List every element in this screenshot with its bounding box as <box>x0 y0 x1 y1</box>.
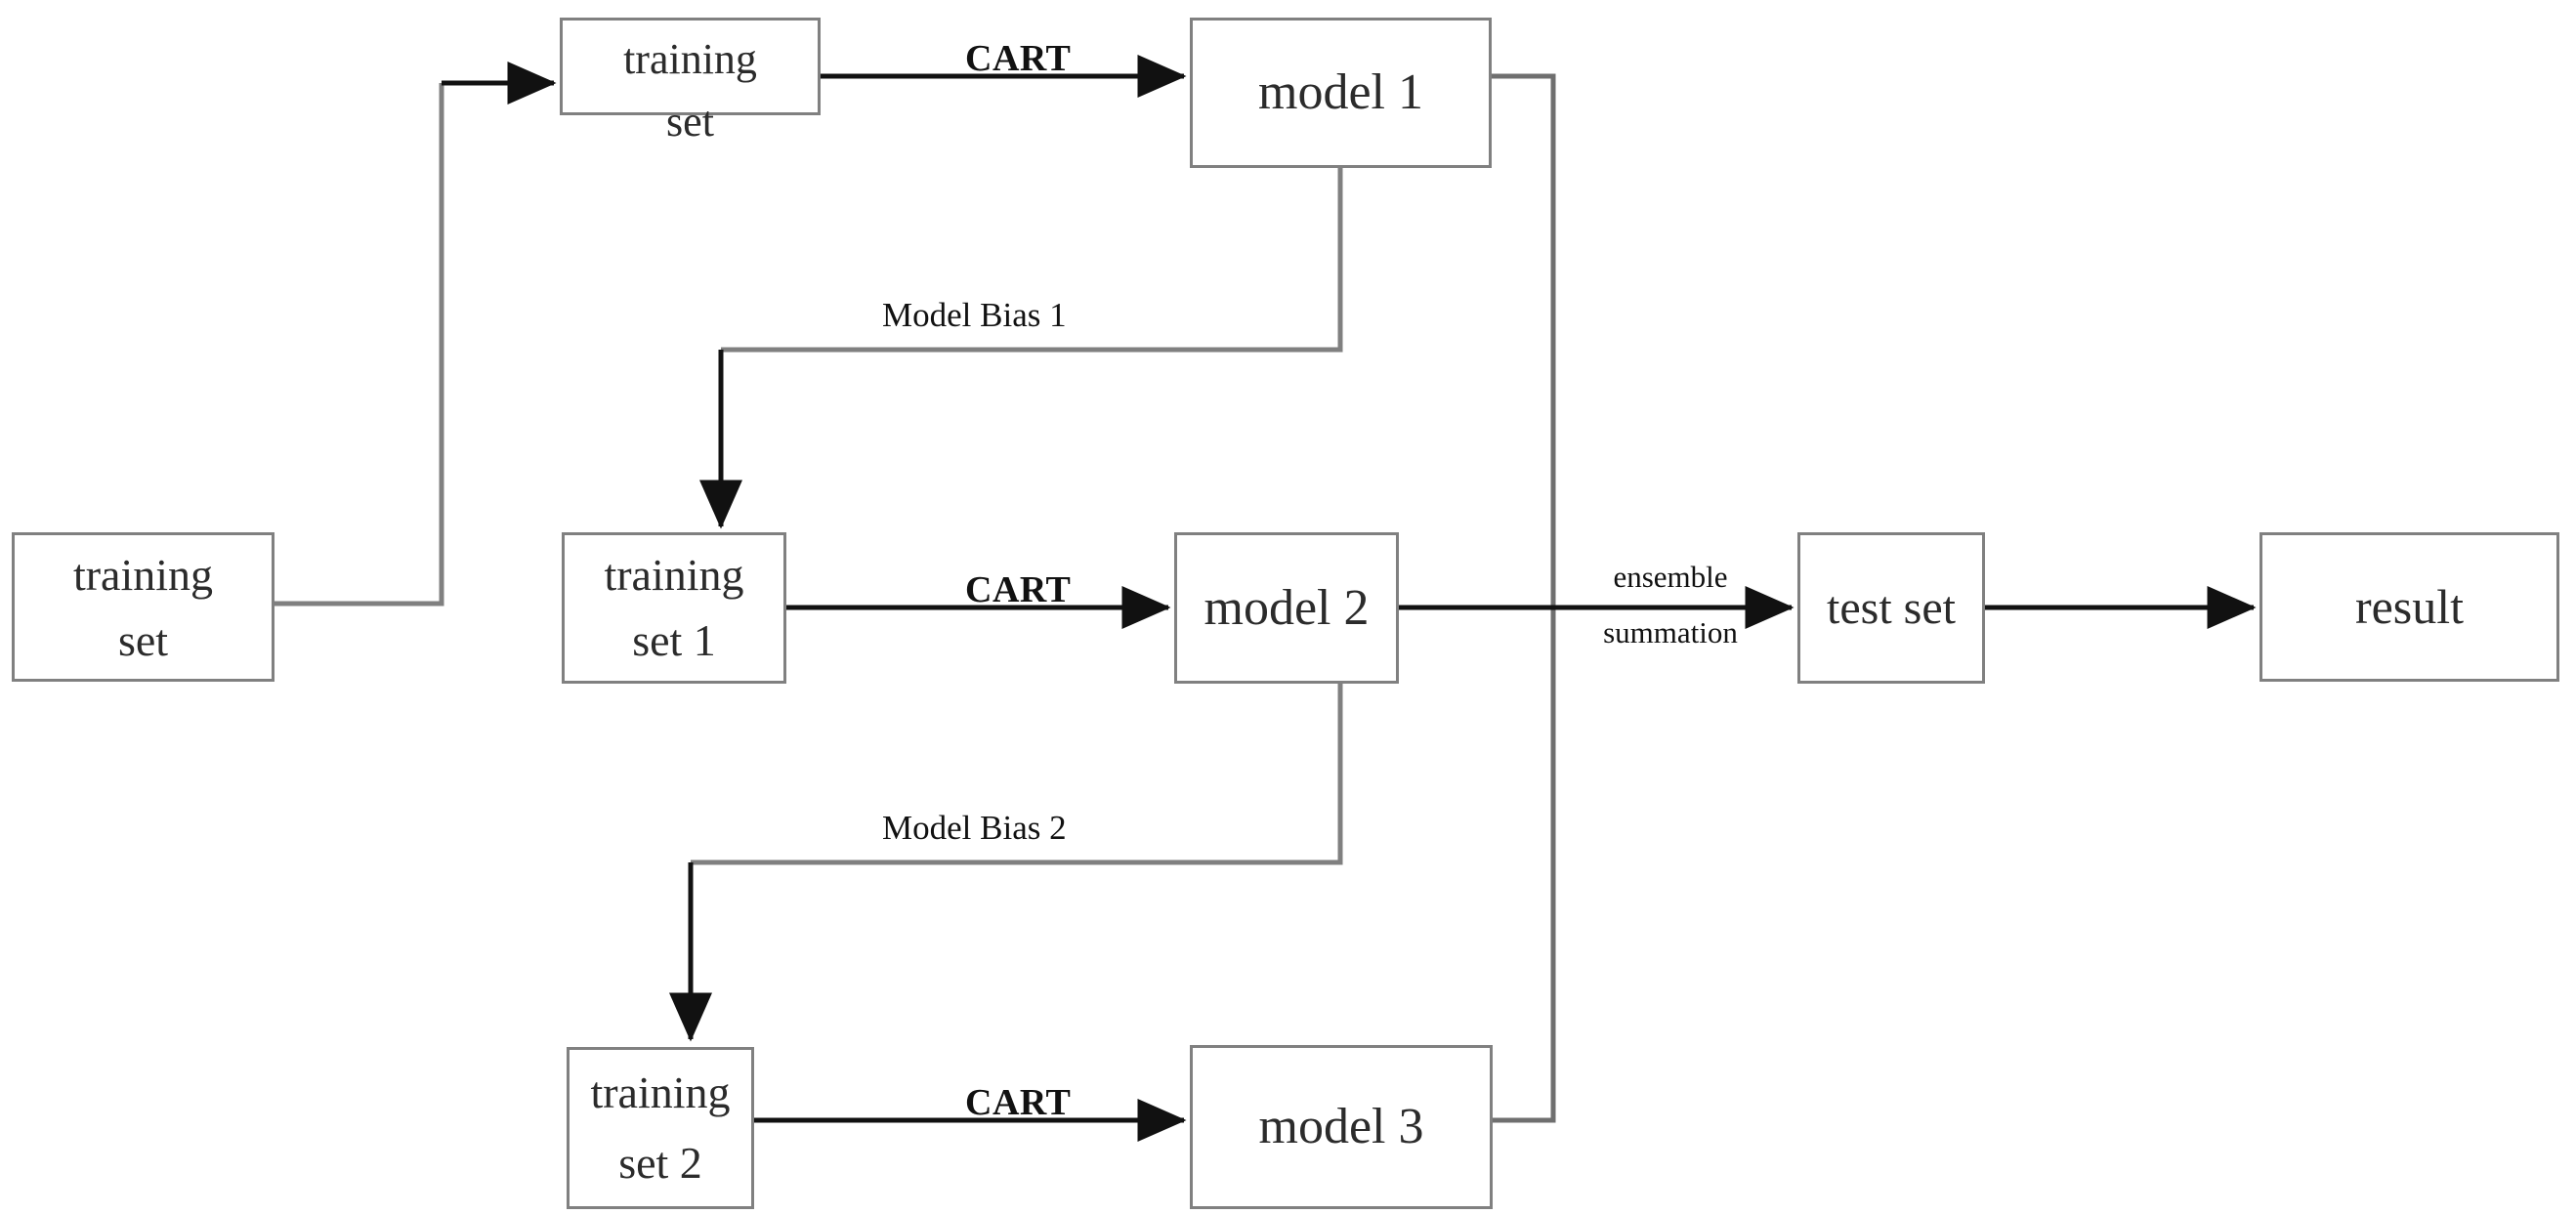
node-label-line2: set 2 <box>618 1137 702 1188</box>
edge-label-ensemble-line1: ensemble <box>1613 560 1728 594</box>
node-label-line1: model 2 <box>1204 579 1370 636</box>
node-label-line2: set <box>117 614 169 665</box>
node-test-set[interactable]: test set <box>1797 532 1985 684</box>
node-training-set-2[interactable]: training set 2 <box>567 1047 754 1209</box>
edge-root-to-top-training-set <box>274 62 557 607</box>
edge-model-1-to-ensemble-bus <box>1492 73 1556 607</box>
edge-label-cart-middle: CART <box>965 569 1072 610</box>
node-result[interactable]: result <box>2259 532 2559 682</box>
node-model-2[interactable]: model 2 <box>1174 532 1399 684</box>
edge-label-model-bias-2: Model Bias 2 <box>882 809 1067 847</box>
edge-label-cart-top: CART <box>965 38 1072 79</box>
node-label-line1: training <box>72 550 214 600</box>
node-label-line1: model 1 <box>1258 64 1423 121</box>
node-label-line1: training <box>590 1067 731 1117</box>
node-label-line1: test set <box>1827 581 1956 634</box>
edge-label-model-bias-1: Model Bias 1 <box>882 296 1067 334</box>
edge-model-1-bias-to-training-set-1 <box>699 168 1343 529</box>
node-label-line2: set <box>666 97 714 146</box>
edge-label-cart-bottom: CART <box>965 1082 1072 1123</box>
node-model-3[interactable]: model 3 <box>1190 1045 1493 1209</box>
edge-model-2-bias-to-training-set-2 <box>669 684 1343 1042</box>
edge-label-ensemble-line2: summation <box>1603 615 1738 649</box>
node-training-set-top[interactable]: training set <box>560 18 821 146</box>
node-label-line1: training <box>604 550 744 600</box>
edge-model-3-to-ensemble-bus <box>1493 607 1556 1123</box>
node-label-line1: model 3 <box>1258 1099 1424 1155</box>
node-training-set-root[interactable]: training set <box>12 532 274 682</box>
node-label-line2: set 1 <box>632 614 716 665</box>
node-model-1[interactable]: model 1 <box>1190 18 1492 168</box>
node-label-line1: result <box>2354 579 2465 635</box>
node-training-set-1[interactable]: training set 1 <box>562 532 786 684</box>
node-label-line1: training <box>623 35 757 83</box>
